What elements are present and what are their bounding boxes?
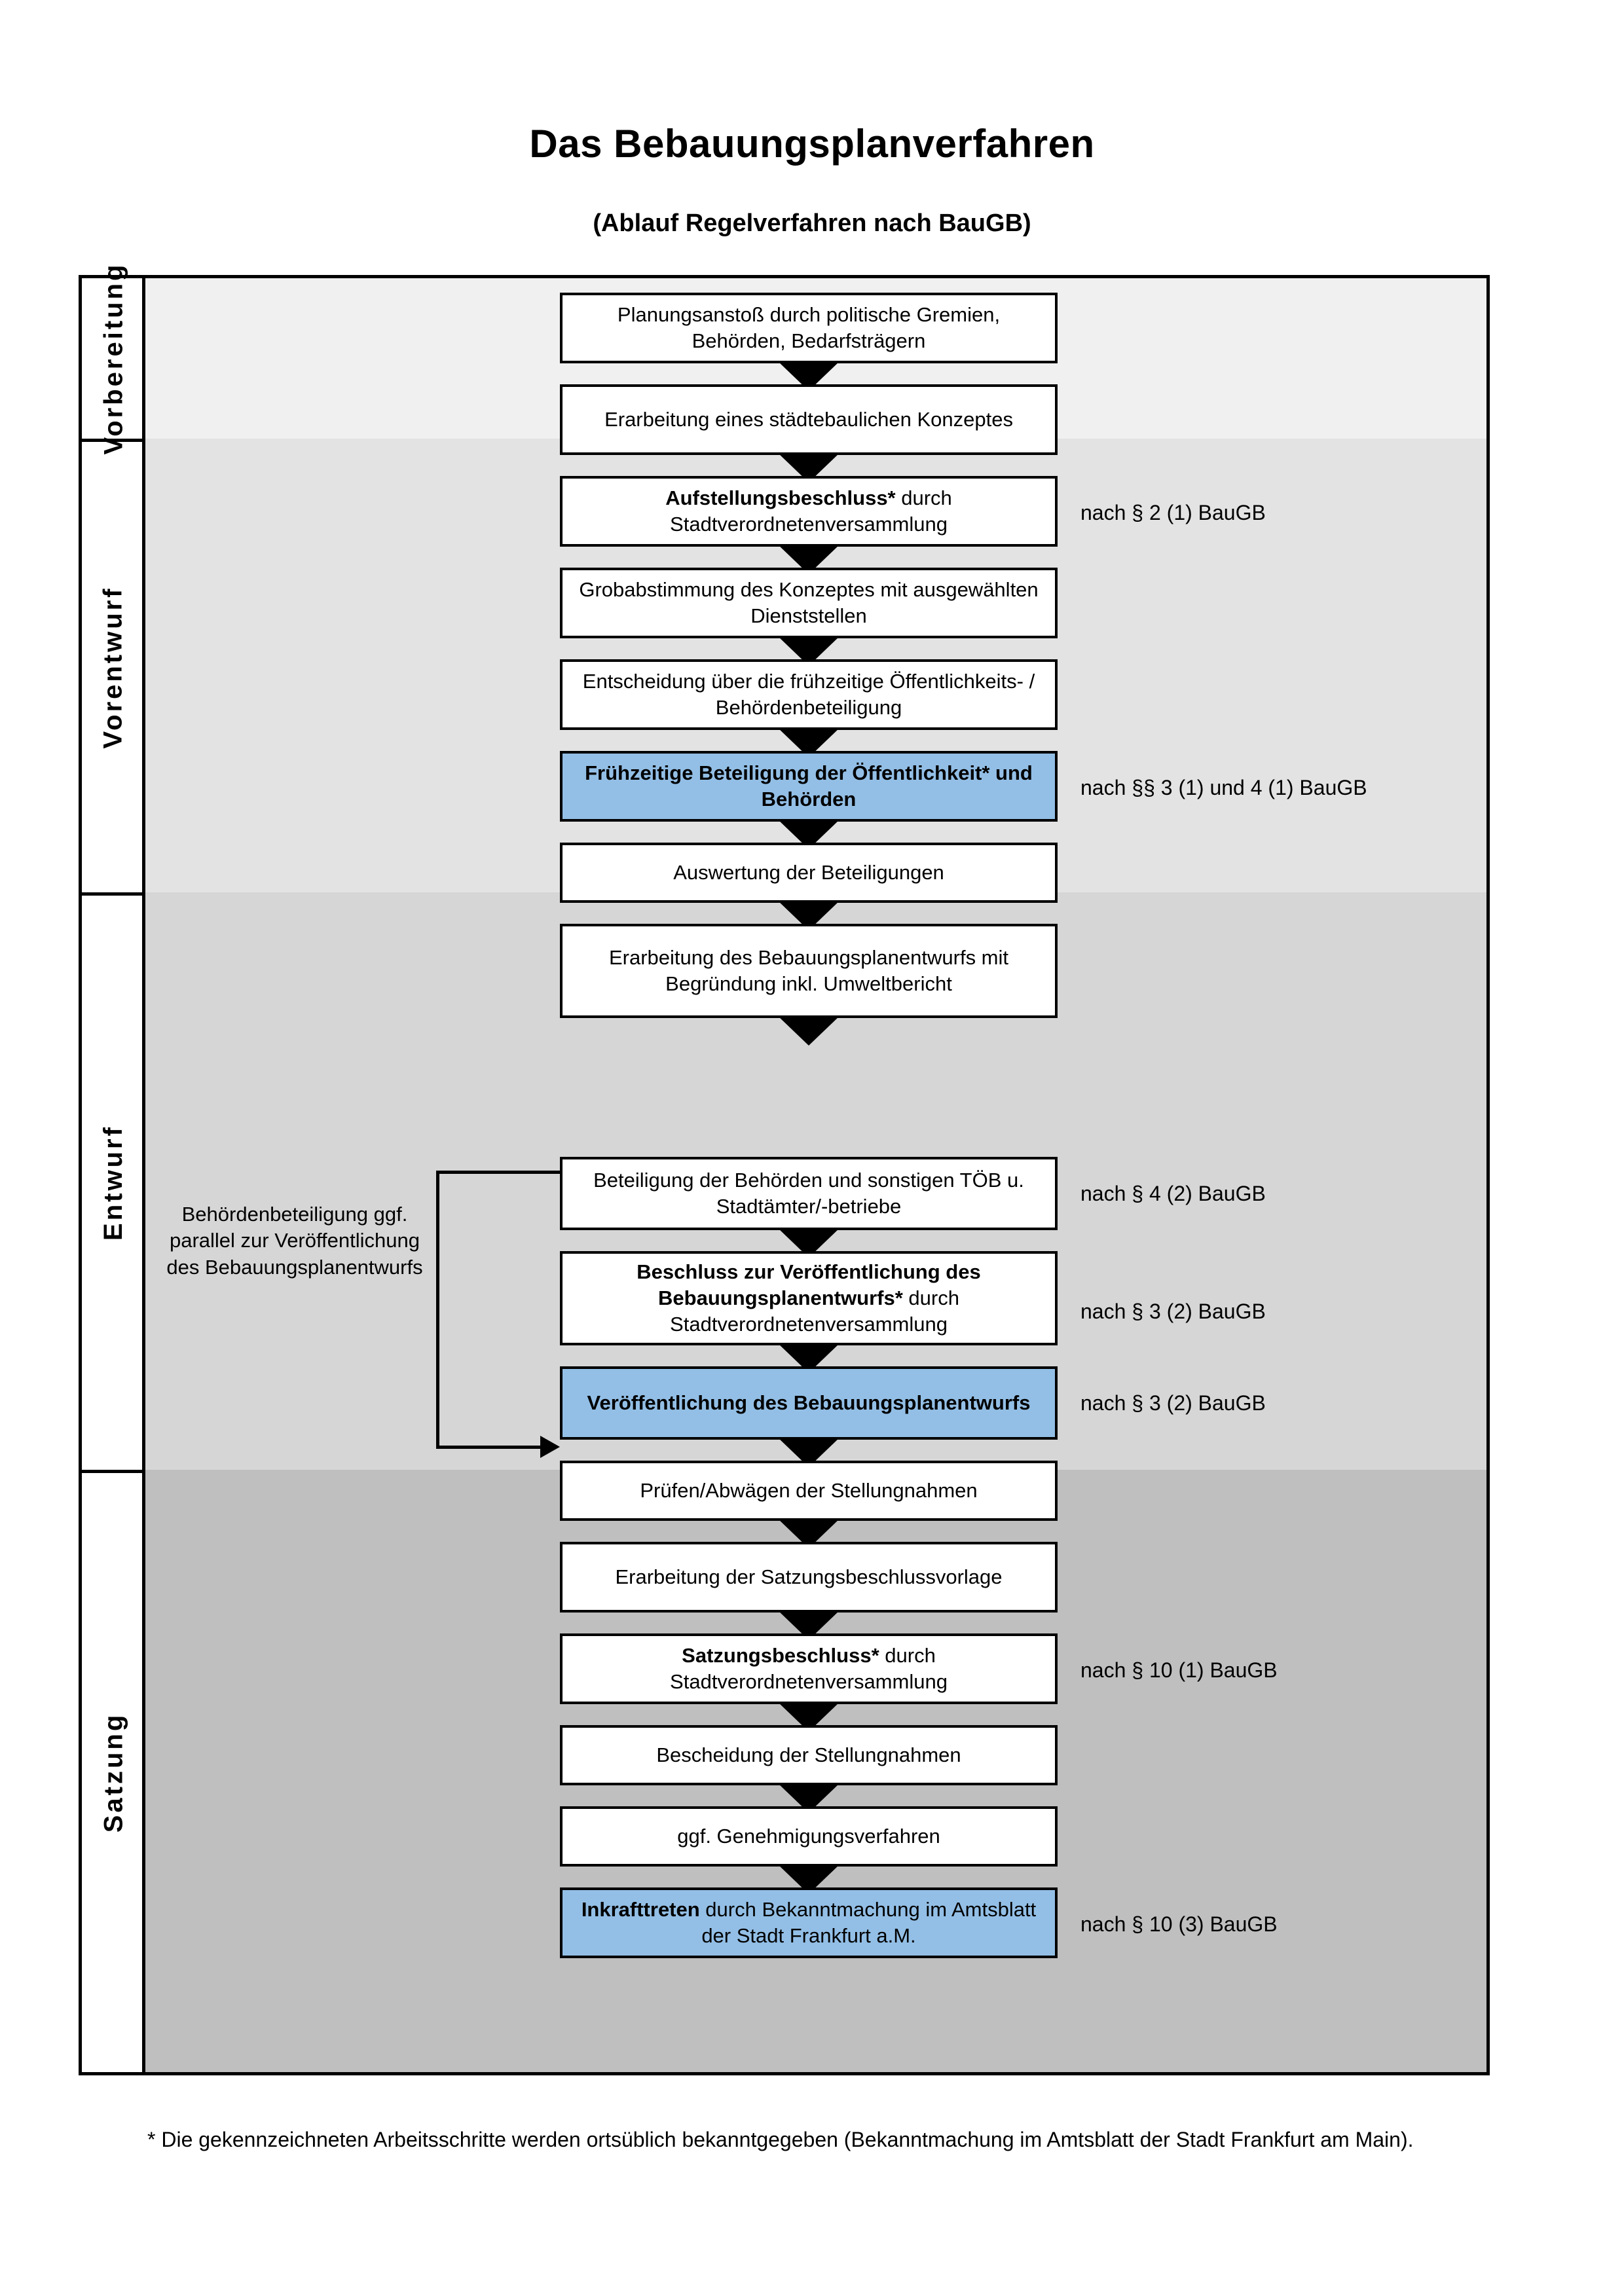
step-text-bold: Aufstellungsbeschluss* xyxy=(665,486,896,509)
step-text-bold: Frühzeitige Beteiligung der Öffentlichke… xyxy=(585,761,1033,811)
step-text-bold: Satzungsbeschluss* xyxy=(682,1643,879,1667)
phase-label-entwurf: Entwurf xyxy=(82,892,145,1470)
step-text: Erarbeitung des Bebauungsplanentwurfs mi… xyxy=(608,945,1009,995)
phase-label-vorentwurf: Vorentwurf xyxy=(82,439,145,892)
phase-label-text: Entwurf xyxy=(99,1125,128,1241)
step-box[interactable]: Beschluss zur Veröffentlichung des Bebau… xyxy=(560,1251,1058,1345)
step-text-bold: Beschluss zur Veröffentlichung des Bebau… xyxy=(637,1260,981,1309)
footnote: * Die gekennzeichneten Arbeitsschritte w… xyxy=(147,2128,1414,2151)
page-title: Das Bebauungsplanverfahren xyxy=(529,122,1095,166)
legal-reference: nach § 10 (1) BauGB xyxy=(1080,1658,1278,1682)
step-text: ggf. Genehmigungsverfahren xyxy=(677,1824,940,1848)
step-text: Beteiligung der Behörden und sonstigen T… xyxy=(593,1168,1024,1218)
phase-label-satzung: Satzung xyxy=(82,1470,145,2072)
step-box[interactable]: Grobabstimmung des Konzeptes mit ausgewä… xyxy=(560,568,1058,638)
step-text: durch Stadtverordnetenversammlung xyxy=(670,1643,948,1693)
step-box[interactable]: Bescheidung der Stellungnahmen xyxy=(560,1725,1058,1785)
phase-label-text: Satzung xyxy=(99,1712,128,1833)
step-box[interactable]: Entscheidung über die frühzeitige Öffent… xyxy=(560,659,1058,730)
loop-arrow-head xyxy=(540,1436,560,1458)
step-text: durch Bekanntmachung im Amtsblatt der St… xyxy=(699,1897,1037,1947)
flow-arrow xyxy=(777,1015,840,1046)
step-box[interactable]: Erarbeitung der Satzungsbeschlussvorlage xyxy=(560,1542,1058,1613)
step-text: Planungsanstoß durch politische Gremien,… xyxy=(617,302,1001,352)
legal-reference: nach §§ 3 (1) und 4 (1) BauGB xyxy=(1080,776,1367,799)
step-box[interactable]: Beteiligung der Behörden und sonstigen T… xyxy=(560,1157,1058,1230)
legal-reference: nach § 3 (2) BauGB xyxy=(1080,1300,1266,1323)
legal-reference: nach § 10 (3) BauGB xyxy=(1080,1912,1278,1936)
step-text: Erarbeitung eines städtebaulichen Konzep… xyxy=(604,407,1013,431)
step-text: Prüfen/Abwägen der Stellungnahmen xyxy=(640,1478,978,1502)
step-text: Bescheidung der Stellungnahmen xyxy=(656,1743,961,1766)
step-box[interactable]: ggf. Genehmigungsverfahren xyxy=(560,1806,1058,1867)
step-text-bold: Veröffentlichung des Bebauungsplanentwur… xyxy=(587,1391,1031,1414)
step-text: durch Stadtverordnetenversammlung xyxy=(670,486,952,536)
step-box[interactable]: Aufstellungsbeschluss* durch Stadtverord… xyxy=(560,476,1058,547)
side-note-behoerdenbeteiligung: Behördenbeteiligung ggf. parallel zur Ve… xyxy=(166,1203,423,1279)
flowchart-frame: Vorbereitung Vorentwurf Entwurf Satzung … xyxy=(79,263,1490,2075)
step-box[interactable]: Erarbeitung eines städtebaulichen Konzep… xyxy=(560,384,1058,455)
loop-arrow-segment-bottom xyxy=(436,1446,544,1449)
step-text: Auswertung der Beteiligungen xyxy=(673,860,944,884)
step-text: Entscheidung über die frühzeitige Öffent… xyxy=(582,669,1035,719)
step-box[interactable]: Satzungsbeschluss* durch Stadtverordnete… xyxy=(560,1633,1058,1704)
step-box[interactable]: Planungsanstoß durch politische Gremien,… xyxy=(560,293,1058,363)
step-text: Grobabstimmung des Konzeptes mit ausgewä… xyxy=(579,577,1039,627)
legal-reference: nach § 2 (1) BauGB xyxy=(1080,501,1266,524)
step-box[interactable]: Frühzeitige Beteiligung der Öffentlichke… xyxy=(560,751,1058,822)
phase-label-column: Vorbereitung Vorentwurf Entwurf Satzung xyxy=(82,263,145,2072)
step-text-bold: Inkrafttreten xyxy=(581,1897,700,1921)
legal-reference: nach § 3 (2) BauGB xyxy=(1080,1391,1266,1415)
loop-arrow-segment-left xyxy=(436,1171,439,1449)
step-text: Erarbeitung der Satzungsbeschlussvorlage xyxy=(615,1565,1003,1588)
phase-label-vorbereitung: Vorbereitung xyxy=(82,263,145,455)
step-box[interactable]: Erarbeitung des Bebauungsplanentwurfs mi… xyxy=(560,924,1058,1018)
step-text: durch Stadtverordnetenversammlung xyxy=(670,1286,959,1336)
phase-label-text: Vorentwurf xyxy=(99,585,128,749)
legal-reference: nach § 4 (2) BauGB xyxy=(1080,1182,1266,1205)
phase-label-text: Vorbereitung xyxy=(99,262,128,455)
step-box[interactable]: Auswertung der Beteiligungen xyxy=(560,843,1058,903)
step-box[interactable]: Veröffentlichung des Bebauungsplanentwur… xyxy=(560,1366,1058,1440)
step-box[interactable]: Prüfen/Abwägen der Stellungnahmen xyxy=(560,1461,1058,1521)
page-subtitle: (Ablauf Regelverfahren nach BauGB) xyxy=(593,210,1031,237)
step-box[interactable]: Inkrafttreten durch Bekanntmachung im Am… xyxy=(560,1887,1058,1958)
loop-arrow-segment-top xyxy=(436,1171,564,1174)
